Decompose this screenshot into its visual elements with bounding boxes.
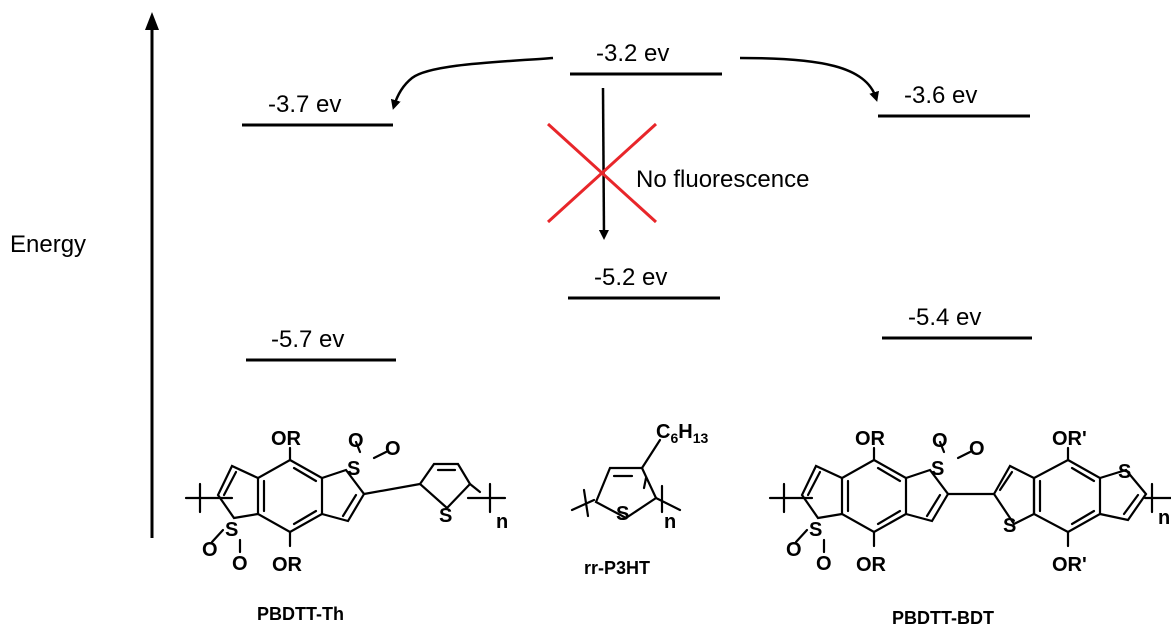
svg-text:OR': OR' <box>1052 428 1087 450</box>
pbdtt-bdt-structure: OR OR S O O S O O S S OR' OR' n PBDTT-BD… <box>768 428 1171 628</box>
bdt-lumo-label: -3.6 ev <box>904 82 977 109</box>
p3ht-homo-label: -5.2 ev <box>594 264 667 291</box>
svg-text:O: O <box>202 539 218 561</box>
svg-text:S: S <box>439 505 452 527</box>
energy-axis-label: Energy <box>10 231 86 258</box>
pbdtt-bdt-name: PBDTT-BDT <box>892 608 994 628</box>
svg-text:S: S <box>347 458 360 480</box>
svg-text:S: S <box>616 503 629 525</box>
th-homo-label: -5.7 ev <box>271 326 344 353</box>
svg-text:S: S <box>1003 515 1016 537</box>
svg-text:S: S <box>225 519 238 541</box>
svg-text:S: S <box>931 458 944 480</box>
p3ht-bracket-right <box>654 484 682 514</box>
svg-text:OR: OR <box>272 554 303 576</box>
energy-axis-arrowhead <box>145 12 159 30</box>
svg-text:n: n <box>1158 507 1170 529</box>
pbdtt-th-name: PBDTT-Th <box>257 604 344 624</box>
svg-text:O: O <box>969 438 985 460</box>
svg-text:n: n <box>664 511 676 533</box>
svg-text:S: S <box>1118 461 1131 483</box>
svg-text:O: O <box>385 438 401 460</box>
no-fluorescence-label: No fluorescence <box>636 166 809 193</box>
bdt-bracket-right <box>1143 482 1171 514</box>
svg-text:O: O <box>786 539 802 561</box>
th-bracket-left <box>184 482 234 514</box>
rr-p3ht-name: rr-P3HT <box>584 558 650 578</box>
th-lumo-label: -3.7 ev <box>268 91 341 118</box>
electron-transfer-arrow-right <box>739 56 879 102</box>
pbdtt-th-structure: OR OR S O O S O O S n PBDTT-Th <box>184 428 508 624</box>
electron-transfer-arrow-left <box>390 56 554 110</box>
p3ht-lumo-label: -3.2 ev <box>596 40 669 67</box>
svg-text:OR': OR' <box>1052 554 1087 576</box>
svg-text:C6H13: C6H13 <box>656 421 708 446</box>
svg-text:O: O <box>816 553 832 575</box>
th-bracket-right <box>466 482 507 514</box>
svg-text:OR: OR <box>855 428 886 450</box>
rr-p3ht-structure: C6H13 S n rr-P3HT <box>570 421 708 578</box>
red-cross-icon <box>546 122 658 224</box>
fluorescence-arrow <box>598 87 609 240</box>
svg-text:O: O <box>232 553 248 575</box>
svg-text:S: S <box>809 519 822 541</box>
svg-text:O: O <box>932 430 948 452</box>
p3ht-bracket-left <box>570 488 596 518</box>
bdt-homo-label: -5.4 ev <box>908 304 981 331</box>
svg-text:O: O <box>348 430 364 452</box>
svg-text:n: n <box>496 511 508 533</box>
svg-text:OR: OR <box>271 428 302 450</box>
svg-text:OR: OR <box>856 554 887 576</box>
